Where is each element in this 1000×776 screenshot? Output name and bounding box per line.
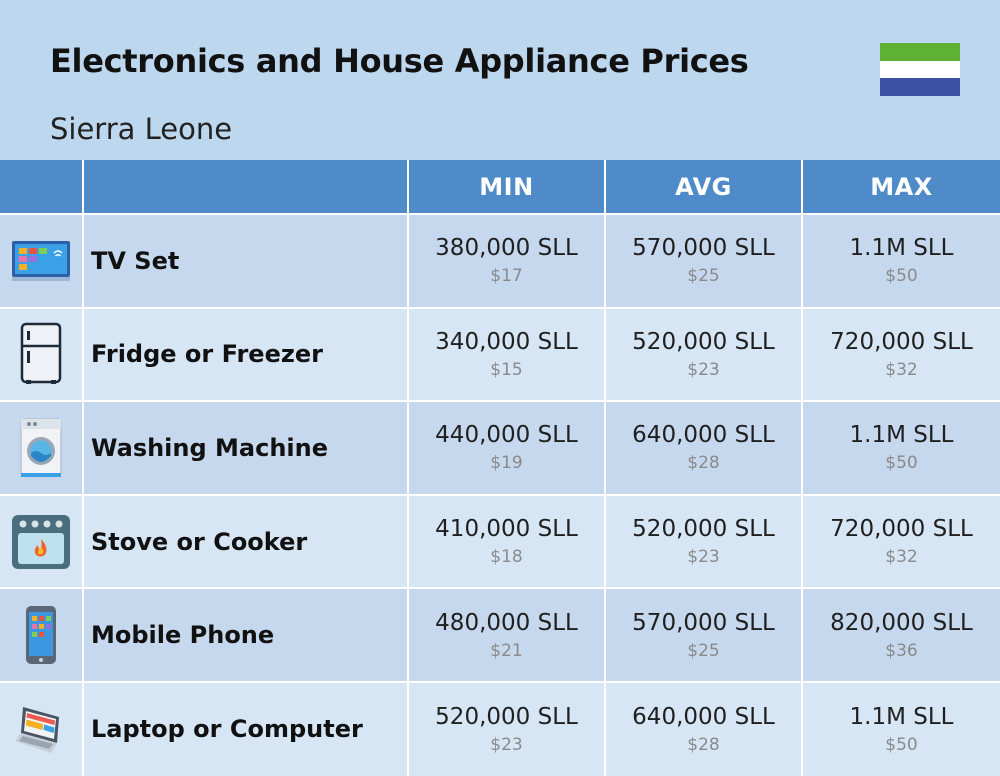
min-price-usd: $18 (490, 547, 523, 568)
min-price-usd: $19 (490, 453, 523, 474)
table-row: Stove or Cooker 410,000 SLL $18 520,000 SLL… (0, 493, 1000, 590)
max-price-local: 720,000 SLL (830, 516, 973, 543)
max-price-cell: 720,000 SLL $32 (801, 493, 1000, 590)
min-price-usd: $21 (490, 640, 523, 661)
avg-price-cell: 640,000 SLL $28 (604, 680, 803, 776)
min-price-local: 380,000 SLL (435, 235, 578, 262)
min-price-local: 340,000 SLL (435, 328, 578, 355)
max-price-local: 1.1M SLL (849, 422, 954, 449)
min-price-local: 440,000 SLL (435, 422, 578, 449)
sierra-leone-flag-icon (880, 43, 960, 96)
row-icon-cell (0, 213, 84, 309)
washing-machine-icon (20, 418, 62, 477)
max-price-cell: 820,000 SLL $36 (801, 587, 1000, 683)
max-price-cell: 1.1M SLL $50 (801, 213, 1000, 309)
item-name: TV Set (82, 213, 409, 309)
min-price-local: 480,000 SLL (435, 609, 578, 636)
avg-price-local: 520,000 SLL (632, 516, 775, 543)
max-price-usd: $50 (885, 266, 918, 287)
item-name: Mobile Phone (82, 587, 409, 683)
min-price-cell: 520,000 SLL $23 (407, 680, 606, 776)
row-icon-cell (0, 400, 84, 496)
min-price-usd: $15 (490, 359, 523, 380)
page-title: Electronics and House Appliance Prices (50, 42, 749, 80)
table-row: Laptop or Computer 520,000 SLL $23 640,000 … (0, 680, 1000, 776)
min-price-local: 410,000 SLL (435, 516, 578, 543)
min-price-cell: 410,000 SLL $18 (407, 493, 606, 590)
max-price-usd: $50 (885, 453, 918, 474)
avg-price-usd: $25 (687, 640, 720, 661)
avg-price-cell: 570,000 SLL $25 (604, 587, 803, 683)
flag-stripe-blue (880, 78, 960, 96)
header-min: MIN (407, 160, 606, 215)
max-price-usd: $32 (885, 547, 918, 568)
avg-price-local: 570,000 SLL (632, 609, 775, 636)
min-price-cell: 340,000 SLL $15 (407, 306, 606, 403)
max-price-local: 1.1M SLL (849, 235, 954, 262)
table-row: Mobile Phone 480,000 SLL $21 570,000 SLL $25… (0, 587, 1000, 683)
page-subtitle: Sierra Leone (50, 112, 233, 146)
laptop-icon (15, 707, 59, 754)
avg-price-cell: 570,000 SLL $25 (604, 213, 803, 309)
row-icon-cell (0, 493, 84, 590)
max-price-cell: 1.1M SLL $50 (801, 680, 1000, 776)
header-icon-col (0, 160, 84, 215)
row-icon-cell (0, 587, 84, 683)
tv-icon (12, 240, 70, 281)
table-row: TV Set 380,000 SLL $17 570,000 SLL $25 1.1M S… (0, 213, 1000, 309)
flag-stripe-green (880, 43, 960, 61)
item-name: Fridge or Freezer (82, 306, 409, 403)
header-item-col (82, 160, 409, 215)
max-price-usd: $50 (885, 734, 918, 755)
row-icon-cell (0, 306, 84, 403)
avg-price-usd: $28 (687, 453, 720, 474)
min-price-cell: 440,000 SLL $19 (407, 400, 606, 496)
min-price-local: 520,000 SLL (435, 703, 578, 730)
avg-price-usd: $23 (687, 359, 720, 380)
avg-price-local: 640,000 SLL (632, 703, 775, 730)
max-price-usd: $36 (885, 640, 918, 661)
max-price-local: 820,000 SLL (830, 609, 973, 636)
avg-price-cell: 640,000 SLL $28 (604, 400, 803, 496)
avg-price-usd: $28 (687, 734, 720, 755)
avg-price-cell: 520,000 SLL $23 (604, 306, 803, 403)
avg-price-local: 640,000 SLL (632, 422, 775, 449)
mobile-phone-icon (26, 606, 56, 665)
avg-price-local: 570,000 SLL (632, 235, 775, 262)
price-table: MIN AVG MAX TV Set 380,000 SLL $17 570,000 … (0, 160, 1000, 776)
avg-price-usd: $23 (687, 547, 720, 568)
flag-stripe-white (880, 60, 960, 79)
avg-price-local: 520,000 SLL (632, 328, 775, 355)
item-name: Washing Machine (82, 400, 409, 496)
min-price-usd: $17 (490, 266, 523, 287)
row-icon-cell (0, 680, 84, 776)
fridge-icon (20, 323, 62, 385)
item-name: Laptop or Computer (82, 680, 409, 776)
max-price-cell: 1.1M SLL $50 (801, 400, 1000, 496)
min-price-cell: 380,000 SLL $17 (407, 213, 606, 309)
max-price-cell: 720,000 SLL $32 (801, 306, 1000, 403)
item-name: Stove or Cooker (82, 493, 409, 590)
max-price-usd: $32 (885, 359, 918, 380)
table-row: Fridge or Freezer 340,000 SLL $15 520,000 S… (0, 306, 1000, 403)
header-max: MAX (801, 160, 1000, 215)
min-price-cell: 480,000 SLL $21 (407, 587, 606, 683)
header-avg: AVG (604, 160, 803, 215)
max-price-local: 720,000 SLL (830, 328, 973, 355)
table-row: Washing Machine 440,000 SLL $19 640,000 SLL… (0, 400, 1000, 496)
avg-price-usd: $25 (687, 266, 720, 287)
table-header-row: MIN AVG MAX (0, 160, 1000, 215)
avg-price-cell: 520,000 SLL $23 (604, 493, 803, 590)
stove-icon (12, 514, 70, 569)
max-price-local: 1.1M SLL (849, 703, 954, 730)
min-price-usd: $23 (490, 734, 523, 755)
